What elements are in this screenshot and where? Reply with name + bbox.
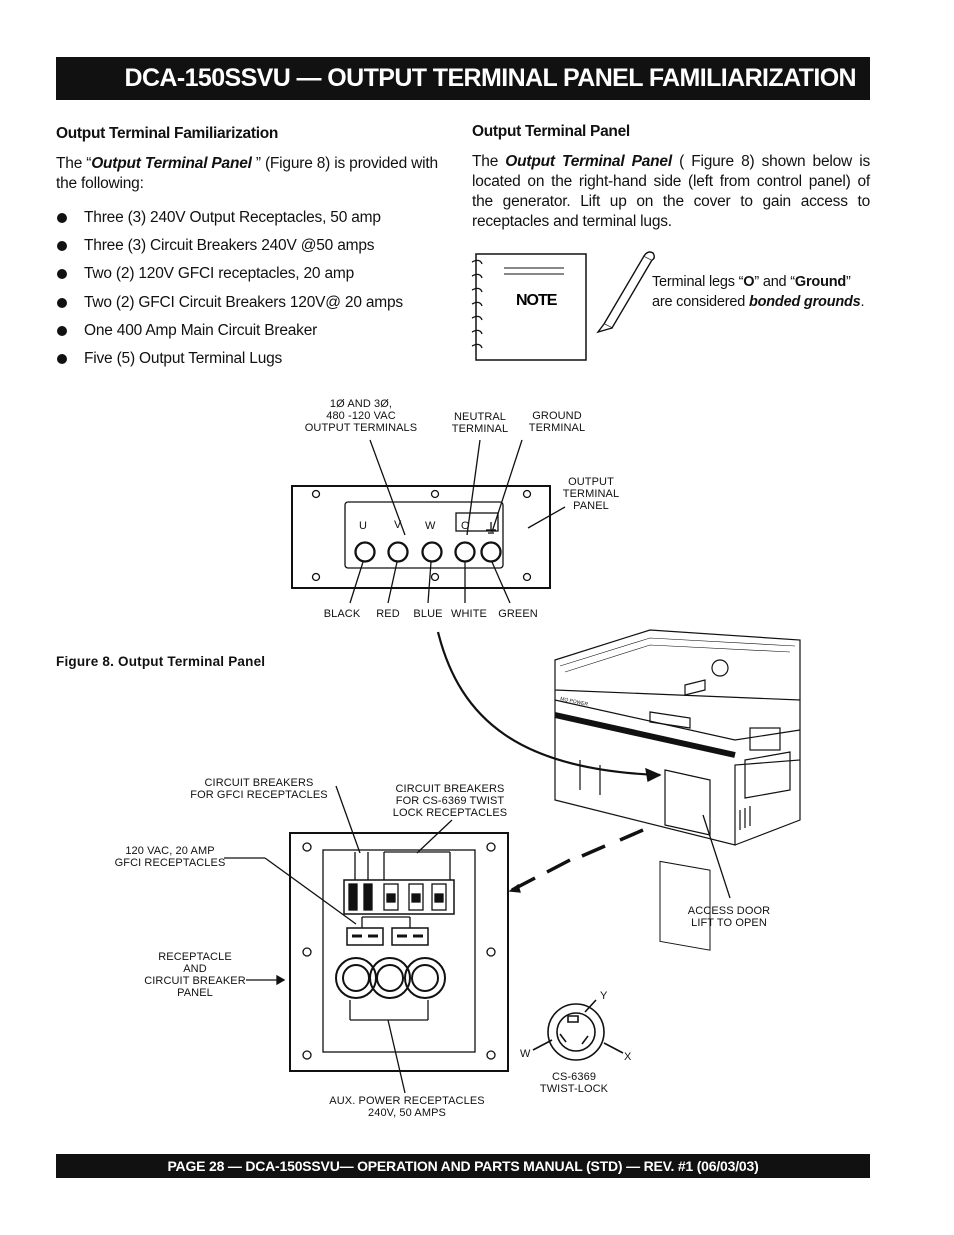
list-item: Five (5) Output Terminal Lugs bbox=[56, 349, 454, 377]
terminal-label: O bbox=[461, 520, 470, 532]
generator-drawing bbox=[554, 629, 801, 951]
terminal-label: U bbox=[359, 520, 367, 532]
wire-color-label: BLACK bbox=[323, 608, 361, 620]
output-terminal-panel bbox=[291, 485, 551, 589]
terminal-label: V bbox=[394, 519, 402, 531]
terminal-w bbox=[421, 541, 443, 563]
feature-list: Three (3) 240V Output Receptacles, 50 am… bbox=[56, 208, 454, 377]
bullet-icon bbox=[57, 353, 67, 364]
terminal-o bbox=[454, 541, 476, 563]
left-intro: The “Output Terminal Panel ” (Figure 8) … bbox=[56, 155, 438, 192]
list-item: Three (3) Circuit Breakers 240V @50 amps bbox=[56, 236, 454, 264]
bullet-icon bbox=[57, 325, 67, 336]
figure-caption: Figure 8. Output Terminal Panel bbox=[56, 654, 266, 669]
right-heading: Output Terminal Panel bbox=[472, 123, 630, 140]
bullet-icon bbox=[57, 297, 67, 308]
right-column: Output Terminal Panel The Output Termina… bbox=[472, 122, 870, 232]
note-text: Terminal legs “O” and “Ground” are consi… bbox=[652, 274, 865, 310]
terminal-label: W bbox=[425, 520, 436, 532]
left-heading: Output Terminal Familiarization bbox=[56, 125, 279, 142]
cs6369-plug-icon bbox=[532, 999, 624, 1061]
note-notebook-icon: NOTE bbox=[471, 251, 655, 361]
terminal-u bbox=[354, 541, 376, 563]
list-item: Three (3) 240V Output Receptacles, 50 am… bbox=[56, 208, 454, 236]
left-column: Output Terminal Familiarization The “Out… bbox=[56, 124, 454, 377]
wire-color-label: BLUE bbox=[413, 608, 443, 620]
brand-label: MQ POWER bbox=[560, 696, 589, 708]
plug-letter: X bbox=[624, 1051, 632, 1063]
receptacle-panel bbox=[289, 832, 509, 1072]
list-item: Two (2) GFCI Circuit Breakers 120V@ 20 a… bbox=[56, 293, 454, 321]
plug-letter: Y bbox=[600, 990, 608, 1002]
list-item: Two (2) 120V GFCI receptacles, 20 amp bbox=[56, 264, 454, 292]
page-footer: PAGE 28 — DCA-150SSVU— OPERATION AND PAR… bbox=[56, 1154, 870, 1178]
wire-color-label: WHITE bbox=[451, 608, 487, 620]
pencil-icon bbox=[596, 251, 655, 334]
twist-lock-receptacles bbox=[335, 957, 446, 999]
paragraph-emphasis: Output Terminal Panel bbox=[505, 153, 672, 170]
wire-color-label: RED bbox=[376, 608, 400, 620]
note-label: NOTE bbox=[516, 292, 558, 309]
intro-emphasis: Output Terminal Panel bbox=[91, 155, 252, 172]
bullet-icon bbox=[57, 269, 67, 280]
page-title: DCA-150SSVU — OUTPUT TERMINAL PANEL FAMI… bbox=[56, 57, 870, 100]
plug-letter: W bbox=[520, 1048, 531, 1060]
terminal-v bbox=[387, 541, 409, 563]
bullet-icon bbox=[57, 241, 67, 252]
wire-color-label: GREEN bbox=[498, 608, 538, 620]
list-item: One 400 Amp Main Circuit Breaker bbox=[56, 321, 454, 349]
terminal-ground bbox=[480, 541, 502, 563]
bullet-icon bbox=[57, 213, 67, 223]
right-paragraph: The Output Terminal Panel ( Figure 8) sh… bbox=[472, 153, 870, 230]
